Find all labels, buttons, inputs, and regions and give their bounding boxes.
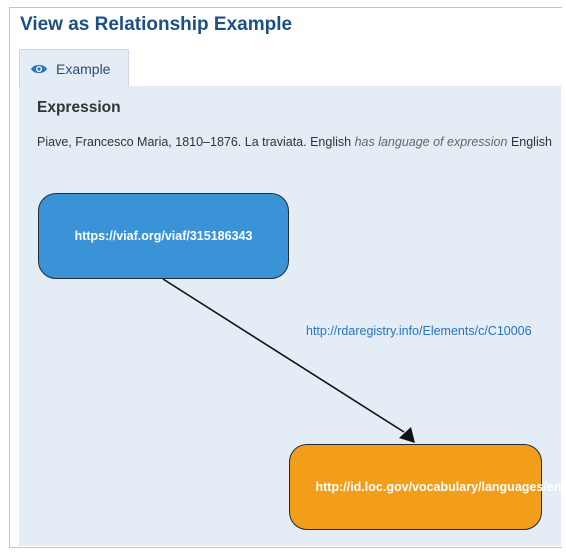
statement-subject: Piave, Francesco Maria, 1810–1876. La tr… [37,135,352,149]
section-heading: Expression [37,99,121,116]
statement-object: English [510,135,552,149]
object-node[interactable]: http://id.loc.gov/vocabulary/languages/e… [289,444,566,530]
subject-node-label: https://viaf.org/viaf/315186343 [74,229,253,243]
page-title: View as Relationship Example [20,14,293,35]
tab-example-label: Example [56,60,111,77]
subject-node[interactable]: https://viaf.org/viaf/315186343 [38,193,289,279]
eye-icon [30,62,48,76]
relationship-statement: Piave, Francesco Maria, 1810–1876. La tr… [37,132,559,152]
object-node-label: http://id.loc.gov/vocabulary/languages/e… [315,480,566,494]
predicate-link[interactable]: http://rdaregistry.info/Elements/c/C1000… [306,324,532,338]
tab-example[interactable]: Example [19,49,129,87]
statement-predicate: has language of expression [354,135,508,149]
